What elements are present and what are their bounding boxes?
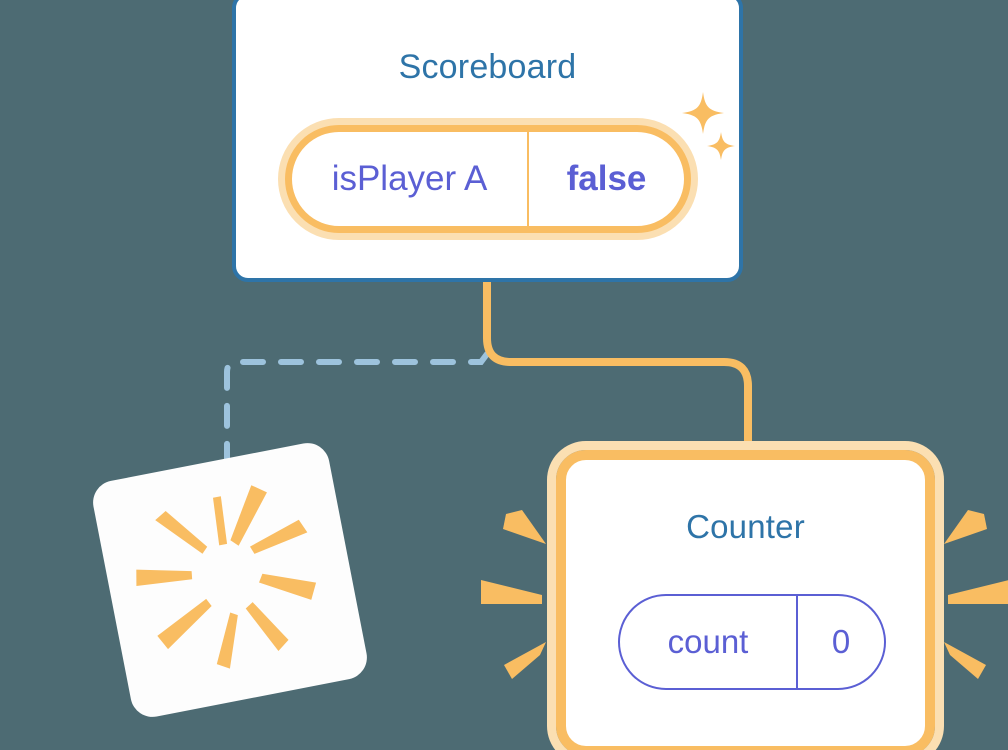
burst-ray (249, 519, 308, 554)
burst-ray (216, 612, 238, 669)
pill-highlight-halo (278, 118, 698, 240)
pill-body[interactable]: isPlayer A false (285, 125, 691, 233)
burst-ray (944, 510, 987, 544)
burst-ray (503, 510, 546, 544)
blank-card-burst (136, 485, 317, 669)
burst-ray (157, 598, 212, 650)
state-key-label: count (667, 623, 749, 660)
burst-ray (504, 642, 546, 679)
blank-component-card[interactable] (89, 439, 371, 721)
state-value-label: 0 (796, 596, 884, 688)
counter-title: Counter (686, 508, 805, 545)
counter-state-pill[interactable]: count 0 (618, 594, 886, 690)
burst-ray (155, 511, 208, 554)
state-value-label: false (527, 132, 684, 226)
burst-ray (481, 580, 542, 604)
connector-scoreboard-to-counter (483, 280, 752, 470)
scoreboard-state-pill[interactable]: isPlayer A false (278, 118, 698, 240)
burst-ray (212, 496, 228, 546)
burst-ray (259, 573, 317, 600)
counter-burst-rays-right (944, 510, 1008, 679)
burst-ray (948, 580, 1008, 604)
state-key-label: isPlayer A (331, 159, 488, 198)
scoreboard-title: Scoreboard (398, 48, 577, 86)
burst-ray (944, 642, 986, 679)
counter-component-card[interactable]: Counter count 0 (547, 441, 944, 750)
burst-ray (230, 485, 267, 546)
counter-burst-rays-left (481, 510, 546, 679)
burst-ray (245, 602, 289, 652)
burst-ray (136, 569, 193, 586)
